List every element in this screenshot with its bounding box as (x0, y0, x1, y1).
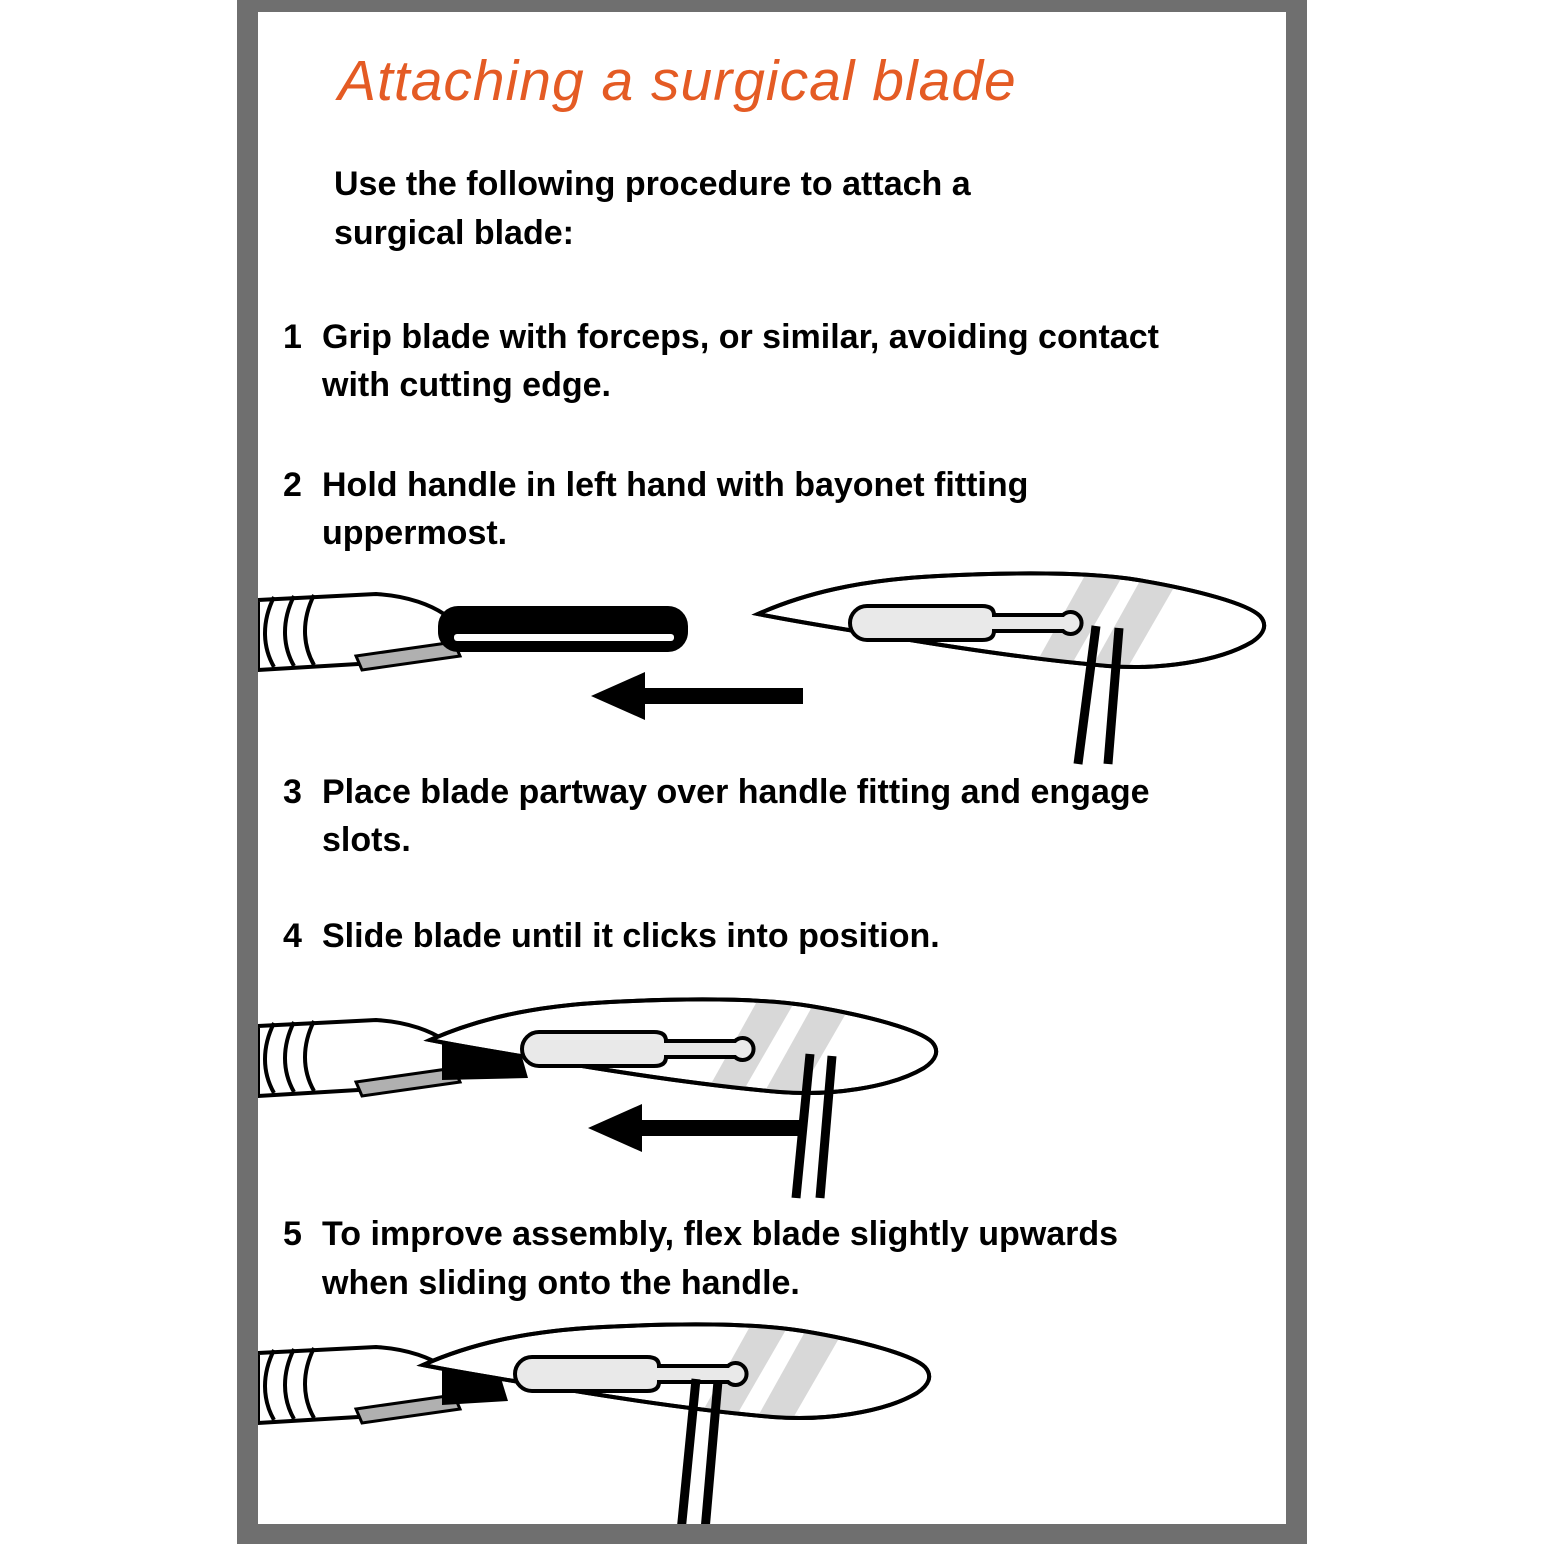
step-text: Slide blade until it clicks into positio… (322, 917, 940, 956)
surgical-blade-icon (758, 570, 1264, 674)
forceps-icon (677, 1378, 723, 1524)
step-text: To improve assembly, flex blade slightly… (322, 1215, 1119, 1302)
intro-post: a surgical blade: (334, 165, 971, 253)
scalpel-handle-icon (258, 591, 688, 672)
bayonet-fitting-icon (438, 605, 688, 652)
forceps-icon (791, 1054, 837, 1199)
page-title: Attaching a surgical blade (338, 49, 1017, 113)
step-number: 5 (283, 1215, 302, 1254)
intro-pre: Use the following procedure to (334, 165, 843, 203)
illustration-handle-and-detached-blade (258, 568, 1286, 765)
step-item-3: 3 Place blade partway over handle fittin… (283, 768, 1286, 865)
page-frame: Attaching a surgical blade Use the follo… (237, 0, 1307, 1544)
surgical-blade-icon (430, 996, 936, 1100)
step-item-1: 1 Grip blade with forceps, or similar, a… (283, 313, 1286, 410)
surgical-blade-icon (423, 1321, 929, 1425)
left-arrow-icon (591, 671, 803, 720)
step-text: Grip blade with forceps, or similar, avo… (322, 317, 1159, 404)
intro-bold-word: attach (842, 165, 943, 203)
forceps-icon (1073, 625, 1124, 765)
step-item-5: 5 To improve assembly, flex blade slight… (283, 1210, 1286, 1307)
step-item-2: 2 Hold handle in left hand with bayonet … (283, 461, 1286, 558)
step-text: Place blade partway over handle fitting … (322, 772, 1150, 859)
step-text: Hold handle in left hand with bayonet fi… (322, 466, 1029, 553)
intro-text: Use the following procedure to attach a … (334, 160, 1094, 259)
step-number: 1 (283, 317, 302, 356)
step-number: 2 (283, 466, 302, 505)
step-number: 3 (283, 772, 302, 811)
step-number: 4 (283, 917, 302, 956)
step-item-4: 4 Slide blade until it clicks into posit… (283, 912, 1286, 960)
illustration-blade-partway-on-handle (258, 990, 1286, 1199)
left-arrow-icon (588, 1104, 800, 1153)
illustration-blade-fully-attached (258, 1317, 1286, 1524)
